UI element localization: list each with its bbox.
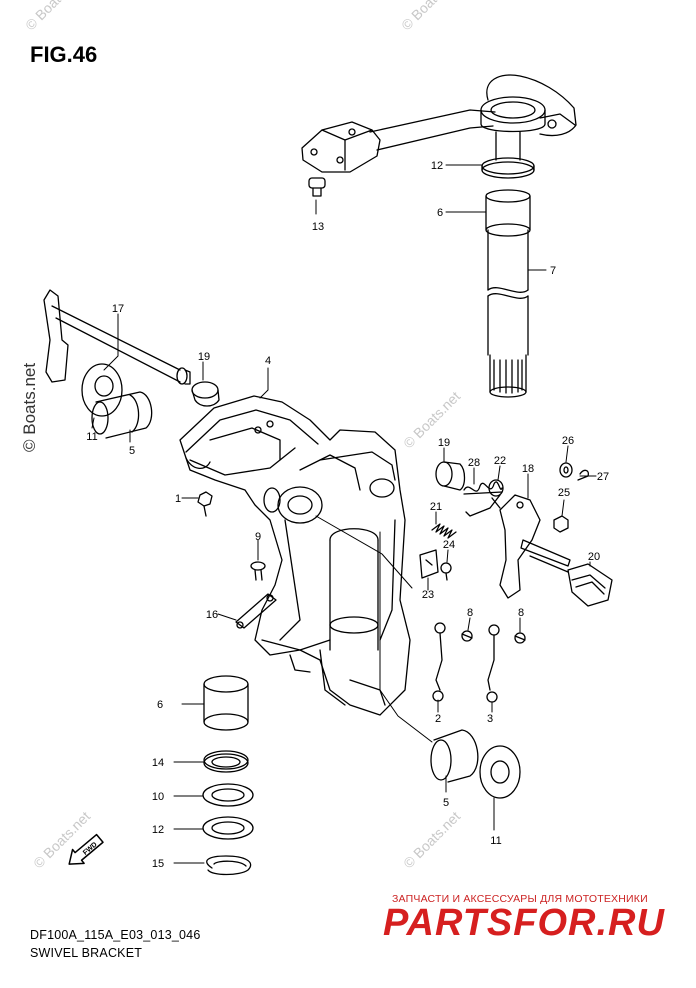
bolt-13 xyxy=(308,177,326,197)
callout-1: 1 xyxy=(175,493,181,505)
brand-logo[interactable]: PARTSFOR.RU xyxy=(383,902,665,944)
callout-8: 8 xyxy=(518,607,524,619)
nut-25 xyxy=(553,515,569,533)
snap-ring-15 xyxy=(206,855,252,876)
bush-19-right xyxy=(435,461,466,491)
callout-19: 19 xyxy=(198,351,210,363)
plate-23 xyxy=(419,549,439,579)
callout-2: 2 xyxy=(435,713,441,725)
washer-10 xyxy=(202,783,254,807)
bolt-1 xyxy=(197,491,213,517)
ring-14 xyxy=(203,750,249,773)
callout-22: 22 xyxy=(494,455,506,467)
callout-25: 25 xyxy=(558,487,570,499)
callout-13: 13 xyxy=(312,221,324,233)
callout-10: 10 xyxy=(152,791,164,803)
spring-28 xyxy=(463,481,503,495)
washer-left xyxy=(81,363,123,417)
callout-24: 24 xyxy=(443,539,455,551)
steering-bracket xyxy=(301,74,577,173)
callout-12: 12 xyxy=(431,160,443,172)
callout-17: 17 xyxy=(112,303,124,315)
callout-5: 5 xyxy=(443,797,449,809)
callout-23: 23 xyxy=(422,589,434,601)
callout-12: 12 xyxy=(152,824,164,836)
callout-6: 6 xyxy=(437,207,443,219)
callout-3: 3 xyxy=(487,713,493,725)
callout-19: 19 xyxy=(438,437,450,449)
diagram-caption: SWIVEL BRACKET xyxy=(30,946,143,960)
figure-title: FIG.46 xyxy=(30,42,98,67)
callout-4: 4 xyxy=(265,355,271,367)
bush-19-top xyxy=(191,381,220,407)
callout-16: 16 xyxy=(206,609,218,621)
spring-21 xyxy=(431,523,457,539)
steering-shaft xyxy=(481,131,535,398)
callout-8: 8 xyxy=(467,607,473,619)
leads-2-3 xyxy=(432,622,500,703)
callout-9: 9 xyxy=(255,531,261,543)
washer-26 xyxy=(559,462,573,478)
bush-left xyxy=(91,391,153,439)
callout-26: 26 xyxy=(562,435,574,447)
bush-6-bottom xyxy=(203,675,249,731)
leader-lines xyxy=(91,164,597,864)
callout-labels: 12 6 7 13 17 19 4 11 5 1 9 16 19 28 22 2… xyxy=(86,160,609,870)
model-code: DF100A_115A_E03_013_046 xyxy=(30,928,201,942)
lever-18 xyxy=(499,494,541,599)
callout-28: 28 xyxy=(468,457,480,469)
callout-20: 20 xyxy=(588,551,600,563)
washer-12 xyxy=(202,816,254,840)
callout-15: 15 xyxy=(152,858,164,870)
callout-11: 11 xyxy=(490,835,501,847)
brand-tagline: ЗАПЧАСТИ И АКСЕССУАРЫ ДЛЯ МОТОТЕХНИКИ xyxy=(392,893,648,905)
callout-27: 27 xyxy=(597,471,609,483)
rod-link xyxy=(520,539,571,573)
fwd-arrow-icon: FWD xyxy=(68,833,104,865)
callout-18: 18 xyxy=(522,463,534,475)
bush-right xyxy=(430,729,479,783)
callout-5: 5 xyxy=(129,445,135,457)
bolts-8 xyxy=(461,630,526,644)
strap-16 xyxy=(235,593,277,629)
callout-7: 7 xyxy=(550,265,556,277)
pin-27 xyxy=(577,469,590,481)
screw-24 xyxy=(440,562,452,581)
callout-6: 6 xyxy=(157,699,163,711)
screw-9 xyxy=(250,561,266,581)
callout-14: 14 xyxy=(152,757,164,769)
washer-right xyxy=(479,745,521,799)
pad-20 xyxy=(567,563,613,607)
swivel-bracket xyxy=(179,395,411,716)
callout-21: 21 xyxy=(430,501,442,513)
callout-11: 11 xyxy=(86,431,97,443)
lever-22 xyxy=(465,479,504,517)
